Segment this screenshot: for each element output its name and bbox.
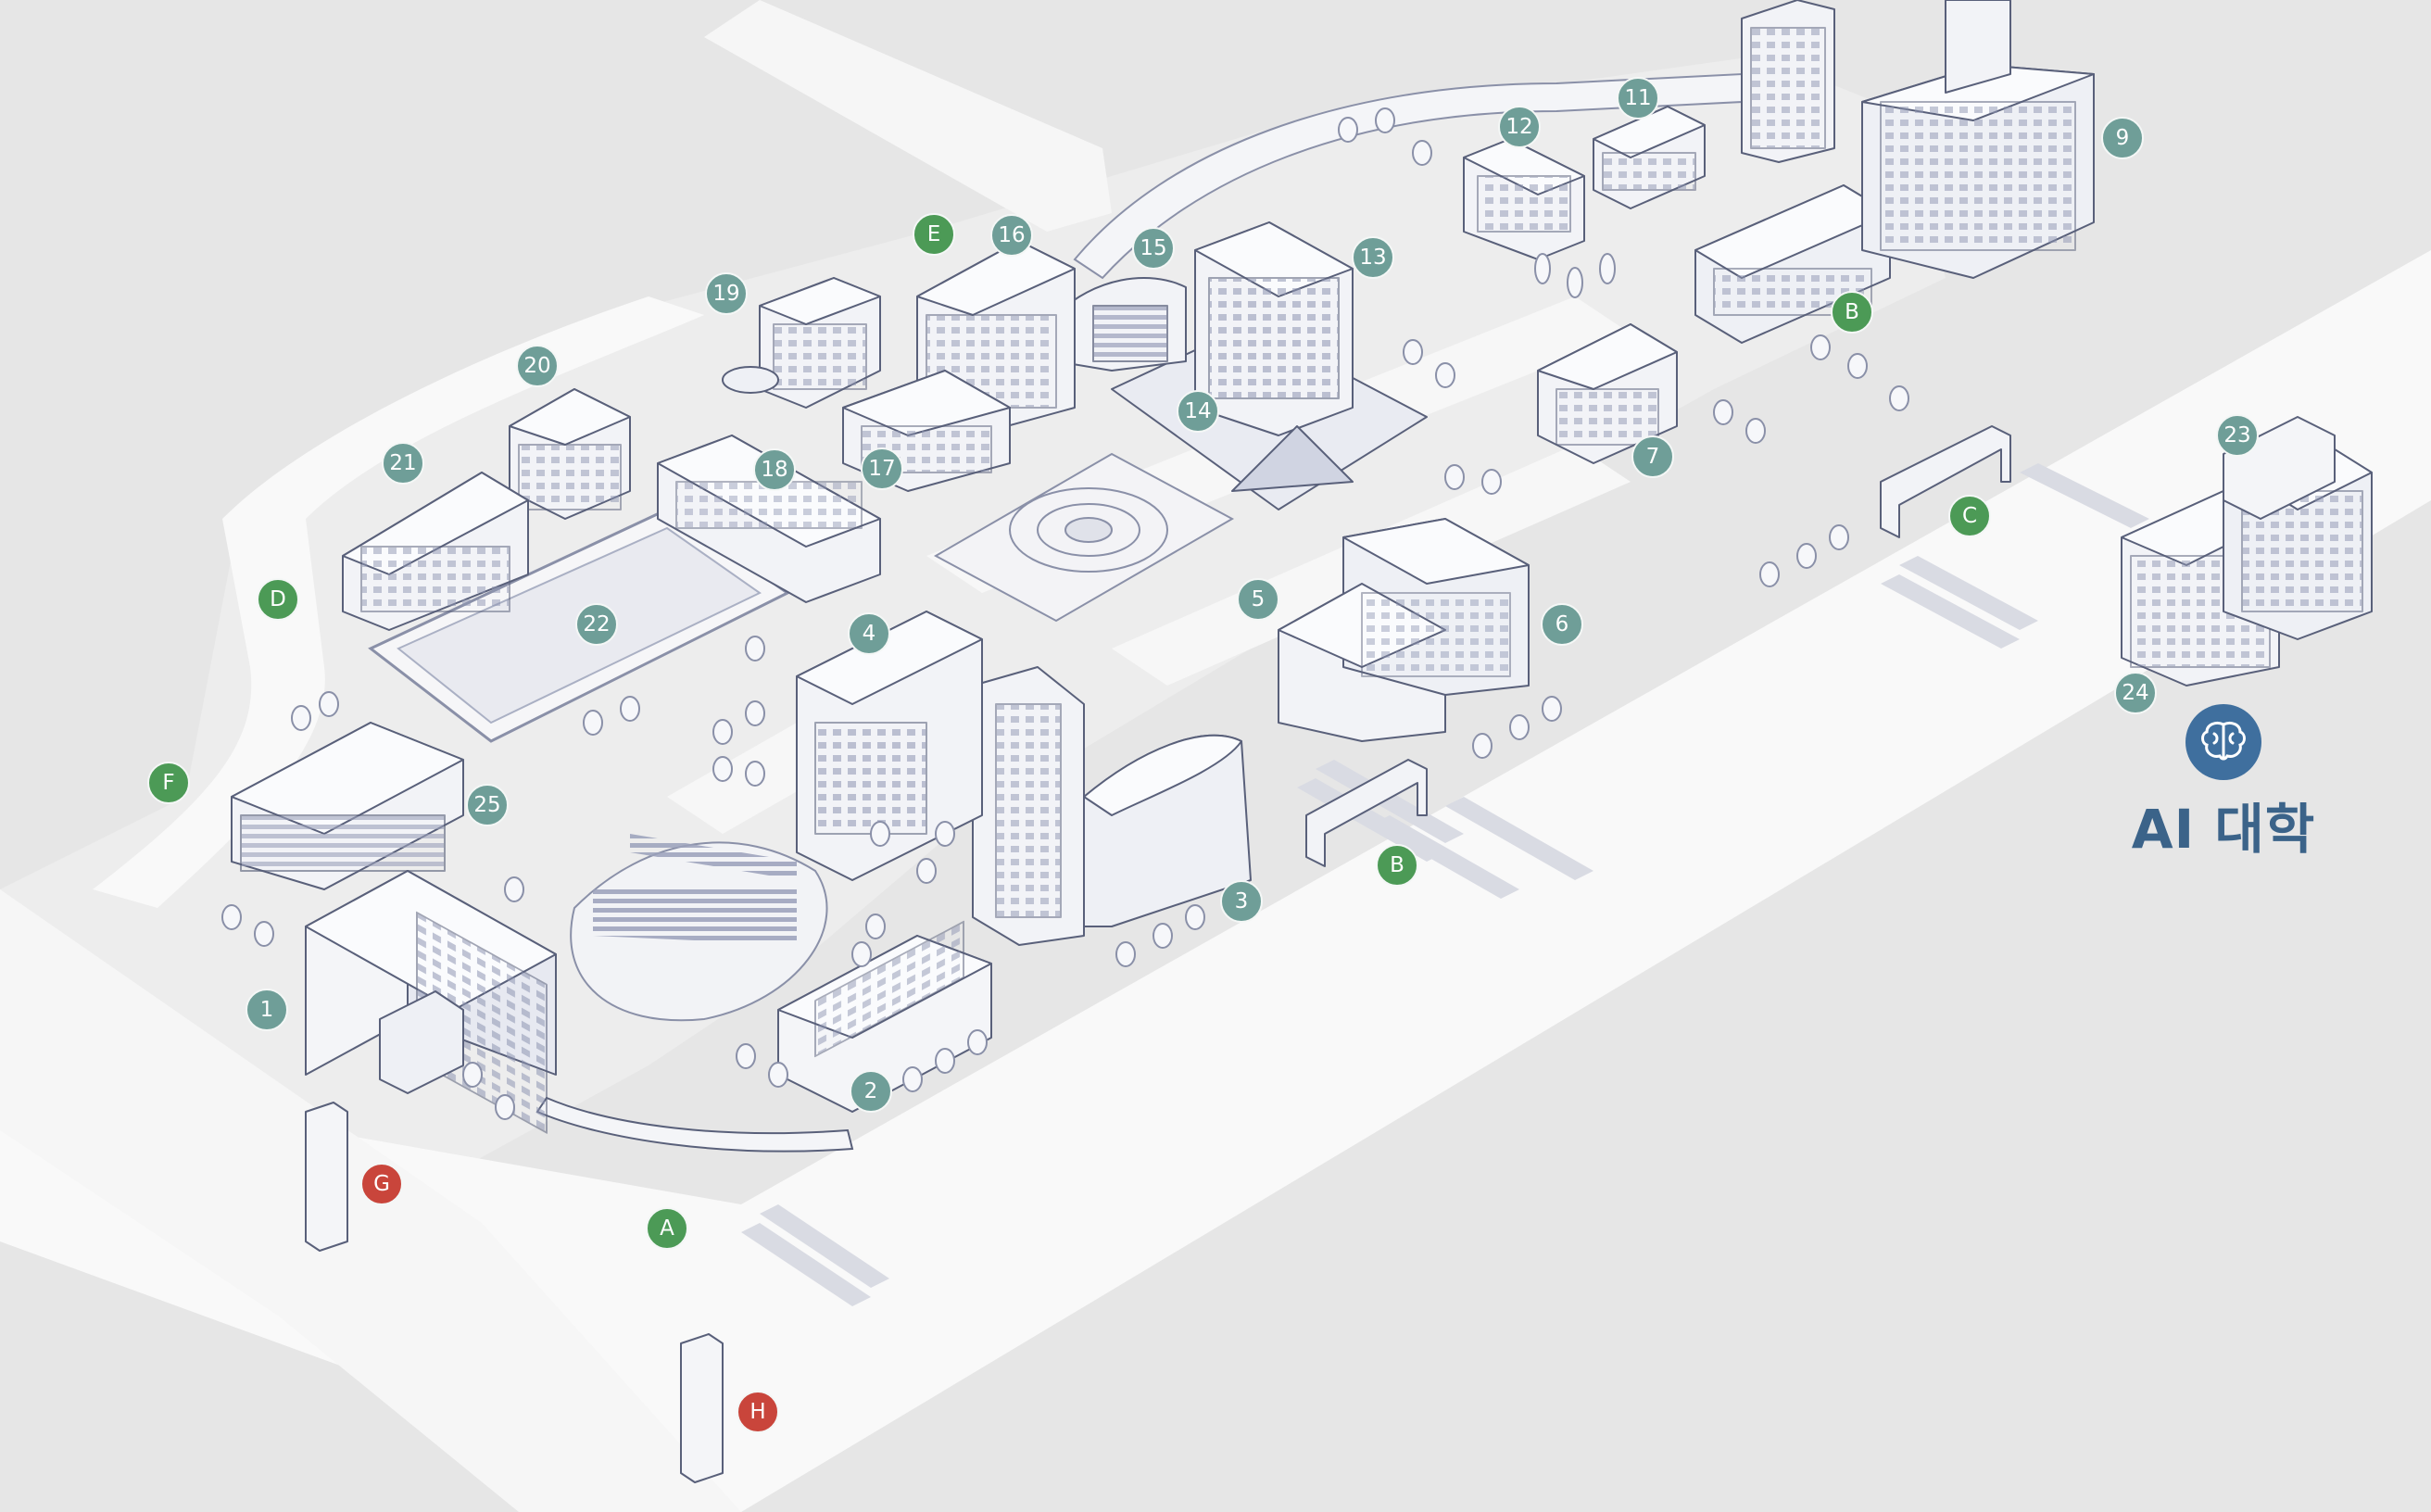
building-marker-3[interactable]: 3 [1220,880,1263,923]
tower-h-structure [680,1333,724,1483]
ai-college-label: AI 대학 [2131,798,2316,861]
brain-icon [2185,704,2261,780]
stadium [570,834,828,1022]
building-marker-21[interactable]: 21 [382,442,424,485]
building-marker-20[interactable]: 20 [516,345,559,387]
gate-b-structure [1305,759,1428,867]
campus-ground [0,56,1946,1195]
building-marker-18[interactable]: 18 [753,448,796,491]
building-marker-17[interactable]: 17 [861,447,903,490]
gate-marker-e[interactable]: E [913,213,955,256]
building-7 [1537,323,1678,464]
entrance-canopy [535,1096,854,1153]
building-marker-25[interactable]: 25 [466,784,509,826]
gate-marker-c[interactable]: C [1948,495,1991,537]
building-4 [796,611,983,881]
building-3 [972,666,1252,946]
gate-marker-a[interactable]: A [646,1207,688,1250]
west-road [93,296,704,908]
building-tower-upper [1741,0,1835,163]
building-marker-16[interactable]: 16 [990,214,1033,257]
building-marker-22[interactable]: 22 [575,603,618,646]
building-23-24 [2121,416,2373,687]
building-5-6 [1278,518,1530,742]
building-marker-6[interactable]: 6 [1541,603,1583,646]
main-road [0,250,2431,1512]
gate-marker-d[interactable]: D [257,578,299,621]
building-1 [305,870,557,1134]
central-plaza [933,452,1235,623]
building-marker-19[interactable]: 19 [705,272,748,315]
building-marker-5[interactable]: 5 [1237,578,1279,621]
building-marker-15[interactable]: 15 [1132,227,1175,270]
building-marker-13[interactable]: 13 [1352,236,1394,279]
building-12 [1463,138,1585,260]
building-11 [1593,106,1706,209]
building-marker-4[interactable]: 4 [848,612,890,655]
building-2 [777,920,992,1113]
building-19 [722,277,881,409]
building-marker-9[interactable]: 9 [2101,117,2144,159]
building-15 [1055,277,1187,372]
building-marker-7[interactable]: 7 [1631,435,1674,478]
north-road [704,0,1112,232]
building-marker-1[interactable]: 1 [246,989,288,1031]
building-marker-12[interactable]: 12 [1498,106,1541,148]
building-marker-14[interactable]: 14 [1177,390,1219,433]
gate-marker-f[interactable]: F [147,762,190,804]
building-9 [1861,0,2095,279]
building-marker-24[interactable]: 24 [2114,672,2157,714]
trees [221,107,1909,1120]
building-marker-11[interactable]: 11 [1617,77,1659,120]
gate-marker-b[interactable]: B [1831,291,1873,334]
building-marker-23[interactable]: 23 [2216,414,2259,457]
tower-marker-h[interactable]: H [737,1391,779,1433]
building-21 [342,472,529,631]
tower-g-structure [305,1102,348,1252]
building-20 [509,388,631,520]
ai-college-logo[interactable]: AI 대학 [2131,704,2316,863]
tower-marker-g[interactable]: G [360,1163,403,1205]
gate-marker-b[interactable]: B [1376,844,1418,887]
building-marker-2[interactable]: 2 [850,1070,892,1113]
building-25 [231,722,464,890]
building-13-14 [1111,221,1428,510]
building-18 [657,435,881,603]
gate-c-structure [1880,425,2011,538]
